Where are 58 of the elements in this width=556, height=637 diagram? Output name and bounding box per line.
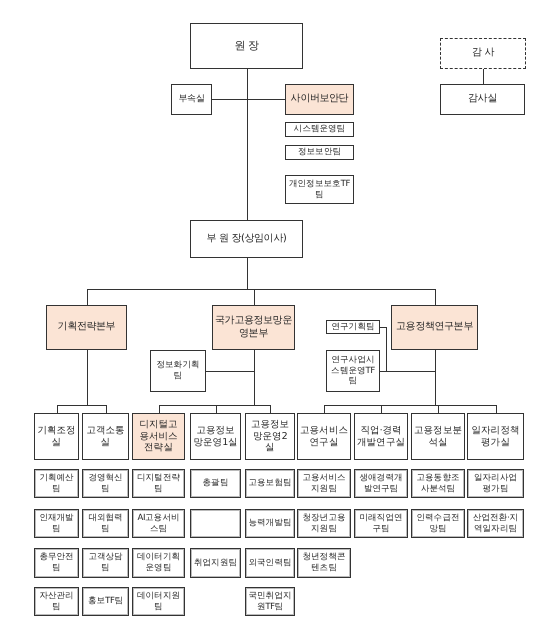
- org-box: 고용서비스연구실: [297, 413, 351, 460]
- org-box: 고객소통실: [82, 413, 129, 460]
- org-box: 고용정보망운영1실: [190, 413, 241, 460]
- org-box: 기획예산팀: [34, 469, 79, 498]
- org-box: 일자리정책평가실: [467, 413, 524, 460]
- org-box: 시스템운영팀: [285, 122, 354, 137]
- connector-line: [247, 258, 436, 306]
- org-box: 인력수급전망팀: [411, 509, 465, 538]
- org-box: 일자리사업평가팀: [467, 469, 524, 498]
- org-box: 기획전략본부: [46, 305, 127, 350]
- org-box: 디지털고용서비스전략실: [132, 413, 185, 460]
- org-box: 감 사: [440, 38, 526, 69]
- org-box: 고용동향조사분석팀: [411, 469, 465, 498]
- org-box: 고용보험팀: [245, 469, 295, 498]
- org-box: 사이버보안단: [285, 84, 354, 115]
- org-box: 연구사업시스템운영TF팀: [326, 350, 380, 392]
- org-box: 미래직업연구팀: [354, 509, 408, 538]
- org-box: 디지털전략팀: [132, 469, 185, 498]
- org-box: 부 원 장(상임이사): [190, 220, 303, 258]
- org-box: 외국인력팀: [245, 548, 295, 578]
- org-box: 고용정보분석실: [411, 413, 465, 460]
- connector-line: [483, 68, 484, 85]
- org-box: 인재개발팀: [34, 509, 79, 538]
- org-box: 국민취업지원TF팀: [245, 587, 295, 616]
- org-box: 연구기획팀: [326, 320, 380, 334]
- connector-line: [254, 350, 271, 414]
- org-box: 고용정책연구본부: [391, 305, 478, 350]
- org-box: 능력개발팀: [245, 509, 295, 538]
- connector-line: [435, 350, 497, 414]
- org-box: [190, 509, 241, 538]
- org-box: 부속실: [171, 84, 212, 115]
- org-box: 총괄팀: [190, 469, 241, 498]
- org-box: AI고용서비스팀: [132, 509, 185, 538]
- org-box: 원 장: [190, 23, 303, 69]
- org-box: 산업전환·지역일자리팀: [467, 509, 524, 538]
- org-box: 데이터기획운영팀: [132, 548, 185, 578]
- org-box: 개인정보보호TF팀: [285, 175, 354, 204]
- org-box: 고객상담팀: [82, 548, 129, 578]
- org-box: 생애경력개발연구팀: [354, 469, 408, 498]
- org-box: 대외협력팀: [82, 509, 129, 538]
- org-box: 총무안전팀: [34, 548, 79, 578]
- connector-line: [87, 350, 107, 414]
- org-box: 홍보TF팀: [82, 587, 129, 616]
- org-box: 감사실: [440, 84, 525, 115]
- org-box: 직업·경력개발연구실: [354, 413, 408, 460]
- org-box: 정보화기획팀: [150, 350, 206, 392]
- org-box: 경영혁신팀: [82, 469, 129, 498]
- org-box: 국가고용정보망운영본부: [212, 305, 295, 350]
- org-box: 고용서비스지원팀: [297, 469, 351, 498]
- org-box: 정보보안팀: [285, 145, 354, 160]
- connector-line: [247, 68, 286, 100]
- org-box: 기획조정실: [34, 413, 79, 460]
- org-box: 데이터지원팀: [132, 587, 185, 616]
- org-box: 청장년고용지원팀: [297, 509, 351, 538]
- org-box: 취업지원팀: [190, 548, 241, 578]
- org-box: 고용정보망운영2실: [245, 413, 295, 460]
- org-box: 청년정책콘텐츠팀: [297, 548, 351, 578]
- org-box: 자산관리팀: [34, 587, 79, 616]
